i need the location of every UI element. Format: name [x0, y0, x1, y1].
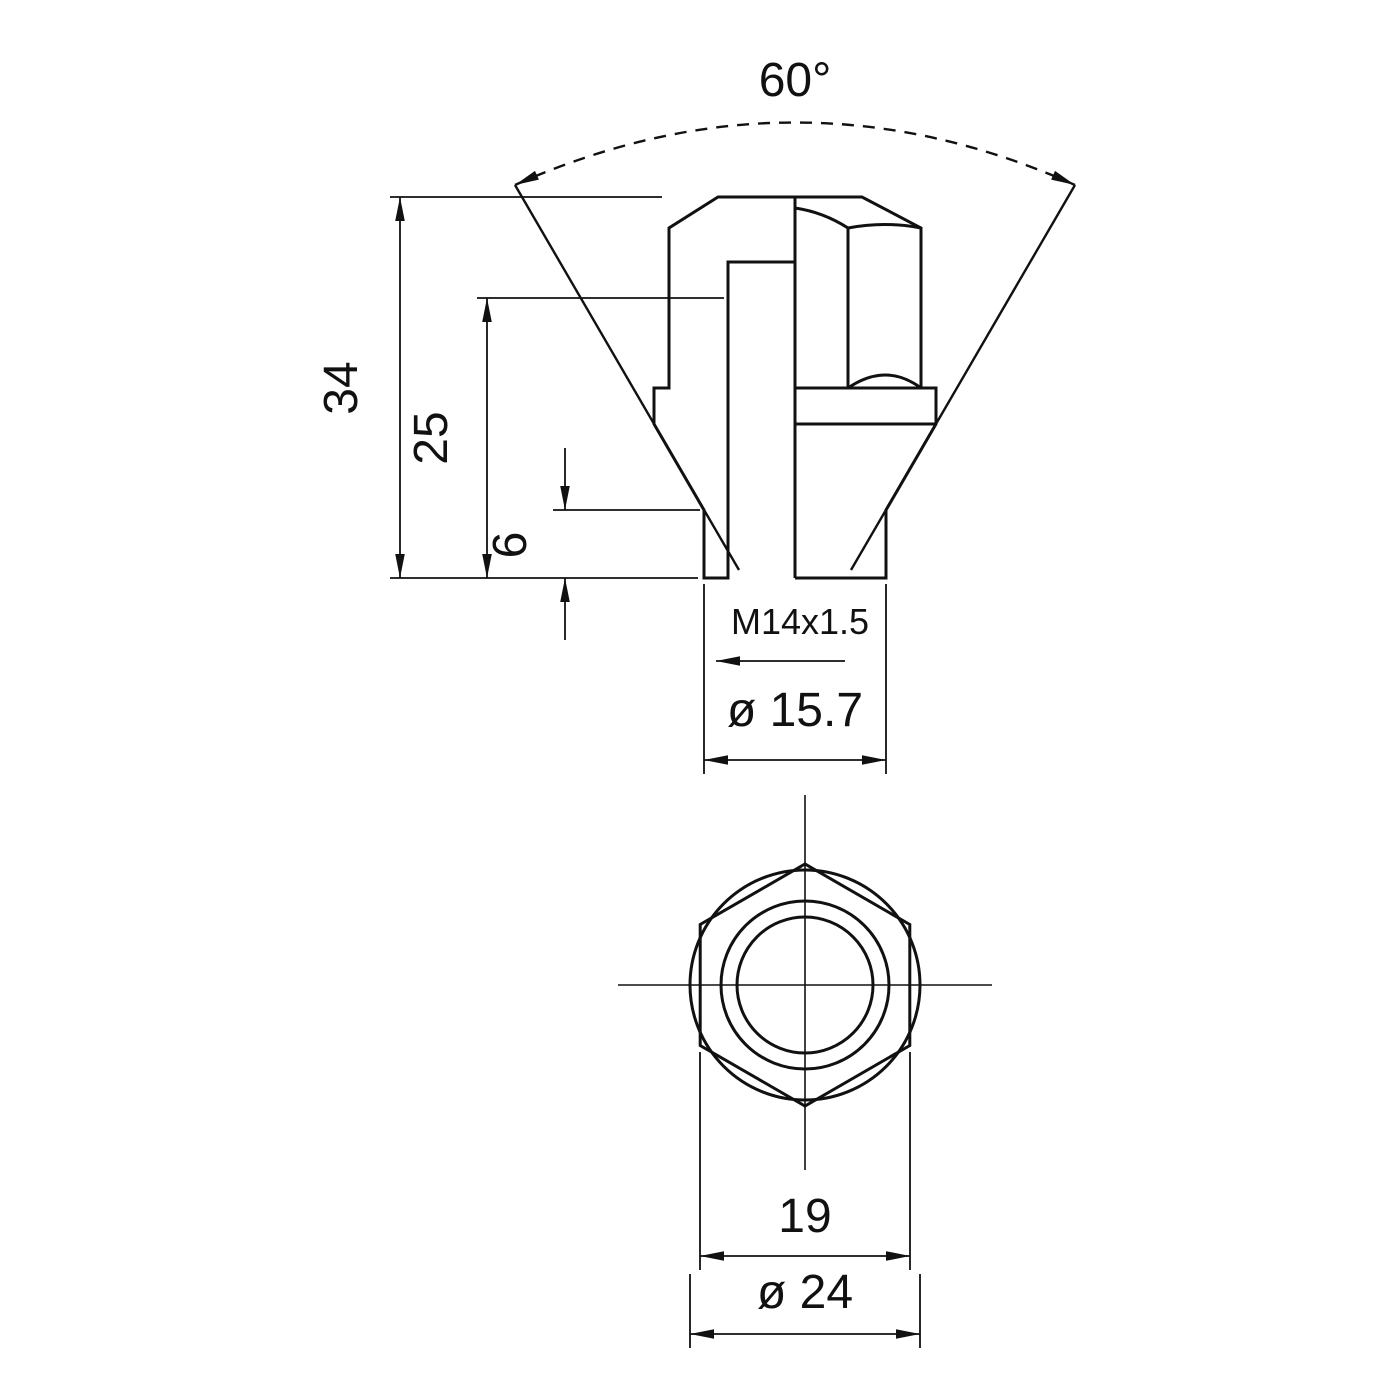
- end-view: 19 ø 24: [618, 795, 992, 1348]
- arrowhead: [395, 197, 405, 221]
- dimension-collar-height: 6: [484, 448, 700, 640]
- arrowhead: [395, 554, 405, 578]
- nut-exterior-profile: [795, 195, 938, 580]
- dimension-label-19: 19: [778, 1190, 831, 1243]
- dimension-label-25: 25: [405, 411, 458, 464]
- arrowhead: [700, 1251, 724, 1261]
- nut-section-hatched-body: [652, 195, 797, 580]
- thread-spec-callout: M14x1.5: [716, 601, 869, 666]
- angle-arc: [514, 121, 1076, 187]
- dimension-label-6: 6: [484, 532, 537, 559]
- arrowhead: [862, 755, 886, 765]
- arrowhead: [886, 1251, 910, 1261]
- hex-chamfer-arc-top-inner: [794, 206, 849, 230]
- bore-circle-inner: [735, 915, 875, 1055]
- arrowhead: [716, 656, 740, 666]
- hex-facet-arc-bottom: [847, 373, 922, 390]
- angle-dimension-60: 60°: [513, 54, 1077, 190]
- dimension-thread-length: 25: [405, 297, 724, 578]
- outer-circle: [688, 868, 922, 1102]
- arrowhead: [560, 578, 570, 602]
- hex-chamfer-arc-top-outer: [847, 223, 922, 230]
- hexagon: [698, 862, 912, 1108]
- cone-line-left: [513, 184, 741, 571]
- arrowhead: [690, 1329, 714, 1339]
- dimension-overall-height: 34: [315, 196, 698, 579]
- dimension-outer-diameter: ø 24: [689, 1266, 921, 1348]
- thread-spec-label: M14x1.5: [731, 601, 869, 642]
- arrowhead: [896, 1329, 920, 1339]
- dimension-hex-width: 19: [699, 1052, 911, 1270]
- arrowhead: [482, 298, 492, 322]
- arrowhead: [560, 486, 570, 510]
- section-view: 60° 34 25: [315, 54, 1077, 774]
- dimension-label-24: ø 24: [757, 1266, 853, 1319]
- cone-line-right: [849, 184, 1077, 571]
- dimension-label-34: 34: [315, 361, 368, 414]
- dimension-collar-diameter: ø 15.7: [703, 584, 887, 774]
- bore-circle-outer: [719, 899, 891, 1071]
- angle-label: 60°: [759, 54, 832, 107]
- dimension-label-15-7: ø 15.7: [727, 684, 863, 737]
- arrowhead: [704, 755, 728, 765]
